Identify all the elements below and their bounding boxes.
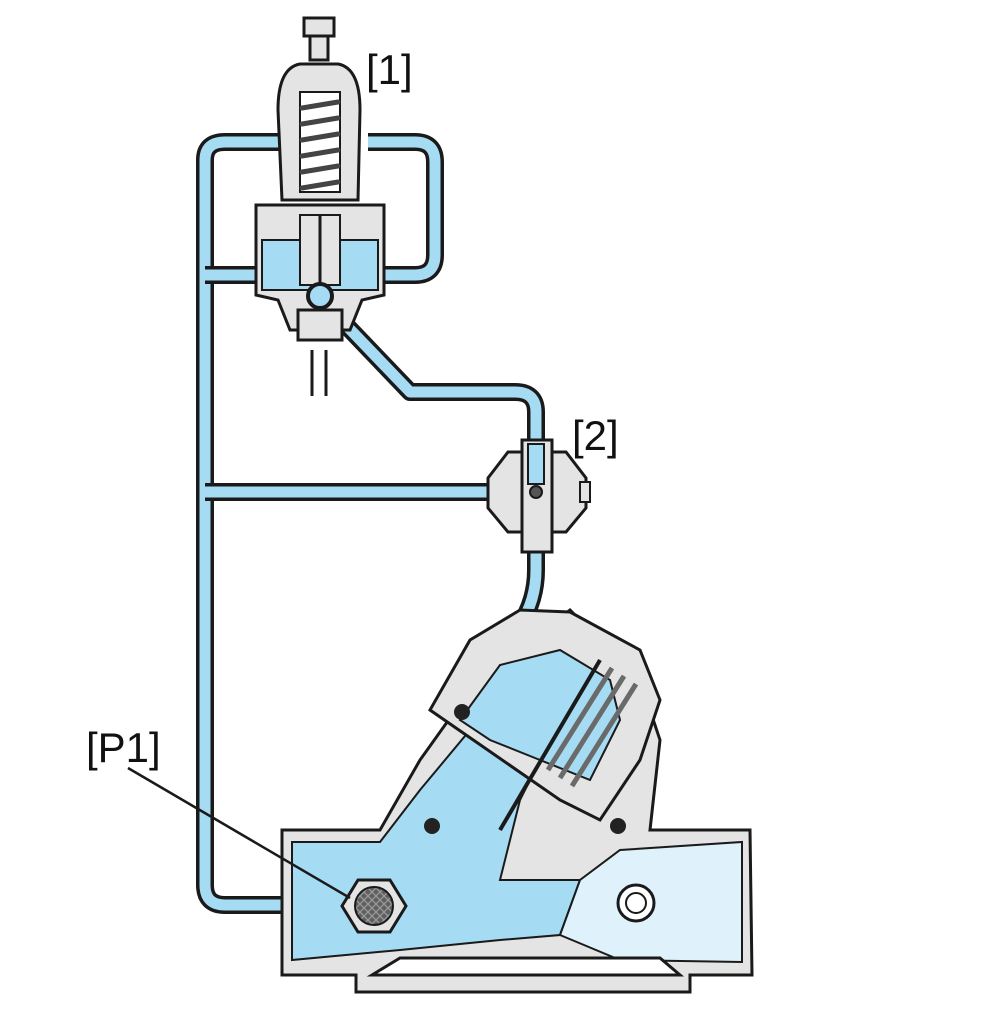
main-valve — [280, 607, 754, 994]
strainer-label: [P1] — [86, 724, 161, 771]
control-tubing — [196, 133, 545, 914]
needle-valve-label: [2] — [572, 412, 619, 459]
strainer-leader-line — [127, 766, 351, 900]
pilot-label: [1] — [366, 46, 413, 93]
adjusting-screw — [308, 34, 330, 62]
pilot-outlet-port — [306, 282, 334, 310]
needle-valve-orifice — [529, 485, 543, 499]
strainer — [340, 878, 408, 934]
pilot-valve — [254, 16, 386, 396]
needle-valve — [486, 438, 591, 554]
adjusting-screw-nut — [302, 16, 336, 38]
main-valve-stem — [498, 658, 602, 832]
main-valve-spring-icon — [545, 666, 639, 788]
pilot-spring-icon — [299, 99, 341, 191]
strainer-mesh-icon — [354, 886, 394, 926]
